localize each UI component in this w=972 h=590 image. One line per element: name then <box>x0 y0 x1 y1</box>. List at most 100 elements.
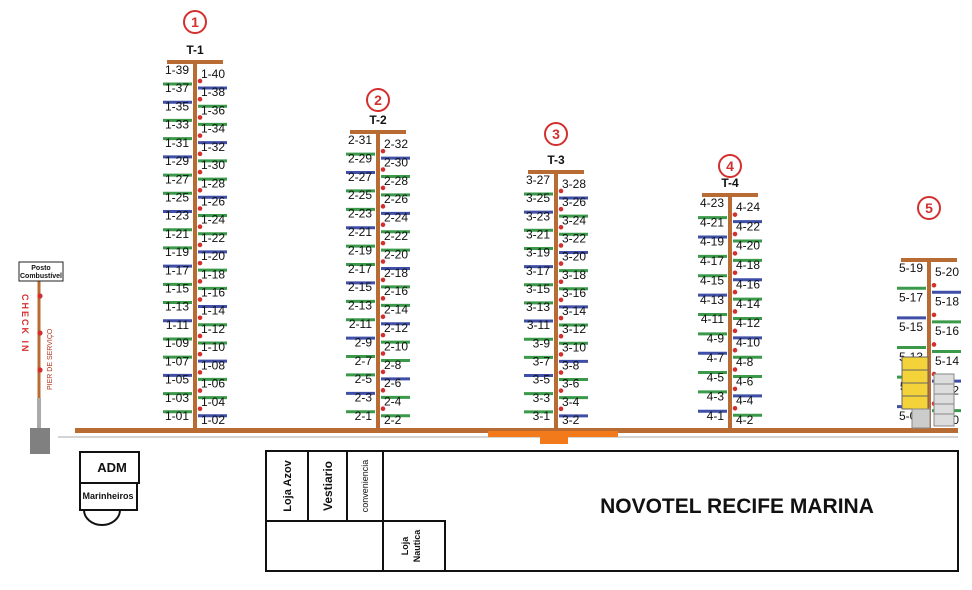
slip-label: 3-4 <box>562 395 580 409</box>
loja-nautica-label-1: Loja <box>400 536 410 555</box>
slip-label: 3-15 <box>526 282 550 296</box>
mooring-dot <box>380 185 386 191</box>
slip-label: 2-8 <box>384 358 402 372</box>
hotel-building <box>382 450 959 572</box>
pier-number-circle <box>366 88 390 112</box>
mooring-dot <box>197 151 203 157</box>
slip-label: 1-23 <box>165 209 189 223</box>
mooring-dot <box>732 309 738 314</box>
storage-box <box>901 369 929 384</box>
slip-label: 2-5 <box>355 372 373 386</box>
mooring-dot <box>732 347 738 353</box>
service-pier-dot <box>37 330 43 336</box>
slip-label: 1-29 <box>165 154 189 168</box>
mooring-dot <box>732 270 738 276</box>
pier-number-circle <box>544 122 568 146</box>
slip-label: 2-15 <box>348 280 372 294</box>
slip-label: 4-19 <box>700 235 724 249</box>
slip-label: 4-3 <box>707 390 725 404</box>
storage-box <box>901 382 929 397</box>
pier-spine <box>728 193 732 428</box>
pier-number: 4 <box>726 158 734 174</box>
slip-label: 3-23 <box>526 209 550 223</box>
mooring-dot <box>197 242 203 248</box>
mooring-dot <box>197 406 203 412</box>
mooring-dot <box>197 206 203 211</box>
slip-label: 4-7 <box>707 351 725 365</box>
slip-label: 3-2 <box>562 413 580 427</box>
slip-label: 3-24 <box>562 213 586 227</box>
slip-label: 3-13 <box>526 300 550 314</box>
slip-label: 5-14 <box>935 354 959 368</box>
storage-box-gray <box>911 408 931 429</box>
storage-box <box>901 356 929 371</box>
slip-label: 1-13 <box>165 300 189 314</box>
slip-label: 2-6 <box>384 376 402 390</box>
mooring-dot <box>732 231 738 237</box>
slip-label: 3-14 <box>562 304 586 318</box>
slip-label: 5-20 <box>935 265 959 279</box>
slip-label: 3-25 <box>526 191 550 205</box>
slip-label: 5-19 <box>899 261 923 275</box>
slip-label: 2-18 <box>384 266 408 280</box>
mooring-dot <box>732 289 738 295</box>
slip-label: 1-38 <box>201 85 225 99</box>
slip-label: 1-04 <box>201 395 225 409</box>
conveniencia-label: conveniencia <box>360 460 370 513</box>
mooring-dot <box>197 224 203 229</box>
marinheiros-arc <box>83 509 121 526</box>
slip-label: 1-30 <box>201 158 225 172</box>
mooring-dot <box>380 148 386 154</box>
slip-label: 3-20 <box>562 250 586 264</box>
slip-label: 1-28 <box>201 176 225 190</box>
slip-label: 4-4 <box>736 394 754 408</box>
slip-label: 3-8 <box>562 359 580 373</box>
buildings: ADM Marinheiros Loja Azov Vestiario conv… <box>79 450 959 572</box>
mooring-dot <box>380 167 386 172</box>
slip-label: 2-30 <box>384 155 408 169</box>
slip-label: 4-6 <box>736 374 754 388</box>
pier-title: T-3 <box>547 153 565 167</box>
slip-label: 2-9 <box>355 335 373 349</box>
slip-label: 1-39 <box>165 63 189 77</box>
slip-label: 4-17 <box>700 254 724 268</box>
slip-label: 3-17 <box>526 264 550 278</box>
mooring-dot <box>197 370 203 375</box>
loja-nautica-building <box>382 520 446 572</box>
mooring-dot <box>558 224 564 230</box>
gangway-landing <box>540 434 568 444</box>
slip-label: 2-26 <box>384 192 408 206</box>
mooring-dot <box>197 388 203 393</box>
storage-box <box>901 395 929 410</box>
slip-label: 2-28 <box>384 174 408 188</box>
slip-label: 4-22 <box>736 219 760 233</box>
mooring-dot <box>197 78 203 84</box>
pier-title: T-4 <box>721 176 739 190</box>
slip-label: 1-37 <box>165 81 189 95</box>
pier-number-circle <box>718 154 742 178</box>
slip-label: 4-8 <box>736 355 754 369</box>
slip-label: 2-23 <box>348 207 372 221</box>
slip-label: 2-27 <box>348 170 372 184</box>
slip-label: 1-27 <box>165 172 189 186</box>
mooring-dot <box>380 259 386 264</box>
mooring-dot <box>380 296 386 301</box>
slip-label: 2-1 <box>355 409 373 423</box>
mooring-dot <box>931 342 937 347</box>
slip-label: 3-28 <box>562 177 586 191</box>
slip-label: 3-1 <box>533 409 551 423</box>
mooring-dot <box>380 388 386 393</box>
mooring-dot <box>732 367 738 372</box>
pier-title: T-1 <box>186 43 204 57</box>
slip-label: 1-14 <box>201 304 225 318</box>
slip-label: 2-11 <box>349 317 372 331</box>
pier-number: 1 <box>191 14 199 30</box>
slip-label: 2-16 <box>384 284 408 298</box>
slip-label: 4-11 <box>701 312 724 326</box>
slip-label: 4-24 <box>736 200 760 214</box>
mooring-dot <box>732 328 738 334</box>
slip-label: 1-08 <box>201 358 225 372</box>
slip-label: 1-17 <box>165 263 189 277</box>
mooring-dot <box>380 406 386 412</box>
